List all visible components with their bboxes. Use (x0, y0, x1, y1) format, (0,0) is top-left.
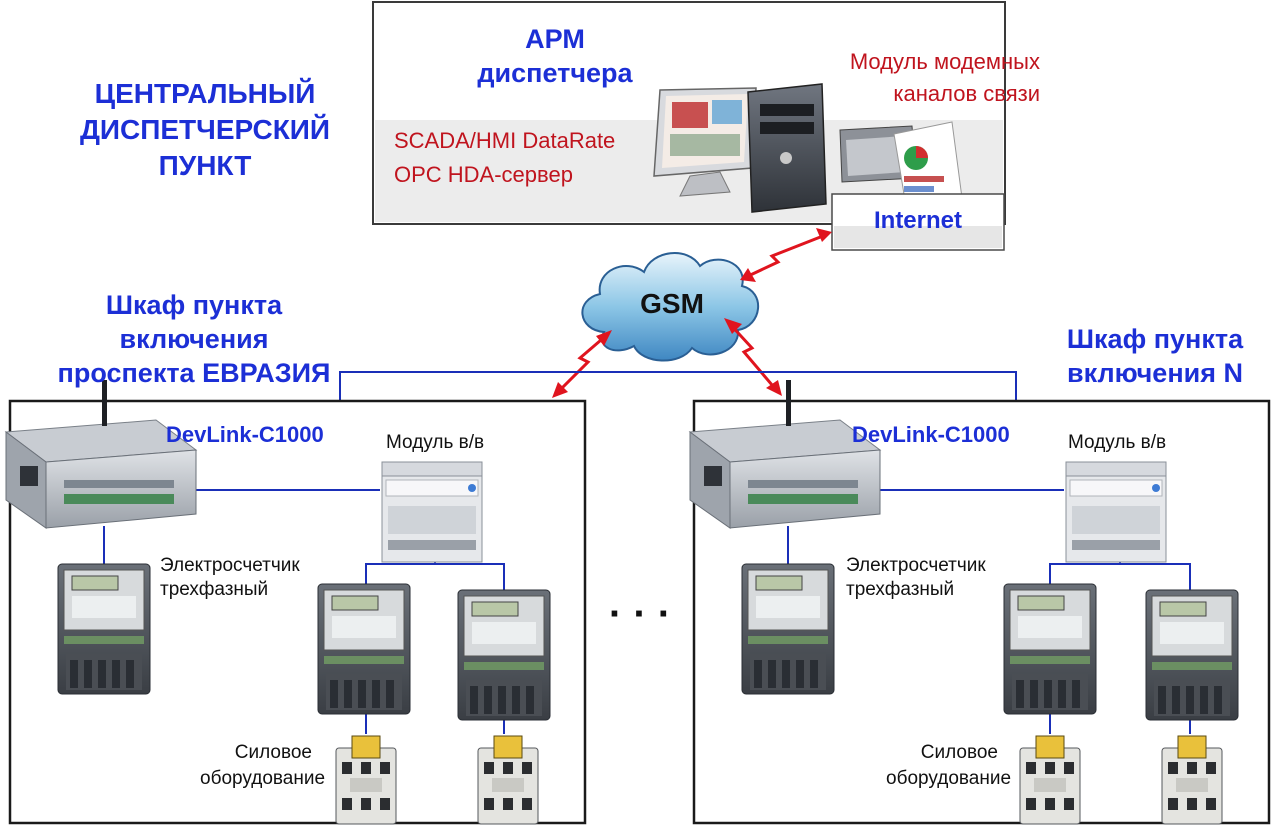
modem-module-label: Модуль модемных каналов связи (800, 46, 1040, 110)
meter-left-label-line-2: трехфазный (160, 579, 269, 600)
io-module-left-icon (381, 461, 483, 563)
io-module-right-label: Модуль в/в (1068, 432, 1167, 453)
power-right-label-line-1: Силовое (920, 742, 998, 763)
backbone-line (339, 371, 1017, 400)
internet-box (831, 193, 1005, 251)
meter-right-label-line-1: Электросчетчик (846, 555, 986, 576)
meter-left-2-icon (457, 589, 551, 721)
io-module-right-icon (1065, 461, 1167, 563)
power-right-label-line-2: оборудование (886, 768, 1012, 789)
power-left-label-line-2: оборудование (200, 768, 326, 789)
cabinet-left-frame (8, 399, 587, 825)
meter-left-main-icon (57, 563, 151, 695)
cabinet-left-title-line-1: Шкаф пункта (105, 290, 283, 320)
central-title-line-2: ДИСПЕТЧЕРСКИЙ (79, 114, 331, 145)
contactor-right-1-icon (1019, 735, 1081, 825)
contactor-left-1-icon (335, 735, 397, 825)
meter-left-label-line-1: Электросчетчик (160, 555, 300, 576)
meter-right-1-icon (1003, 583, 1097, 715)
central-title-line-3: ПУНКТ (158, 150, 252, 181)
cabinet-right-title-line-1: Шкаф пункта (1066, 324, 1244, 354)
power-right-label: Силовое оборудование (886, 740, 1012, 792)
cabinet-right-title-line-2: включения N (1067, 358, 1243, 388)
meter-right-label-line-2: трехфазный (846, 579, 955, 600)
meter-left-label: Электросчетчик трехфазный (160, 554, 300, 602)
meter-right-2-icon (1145, 589, 1239, 721)
ellipsis-separator: · · · (608, 592, 672, 636)
radio-arrowheads (552, 228, 832, 398)
arm-line-1: АРМ (525, 24, 585, 54)
power-left-label: Силовое оборудование (200, 740, 326, 792)
contactor-right-2-icon (1161, 735, 1223, 825)
internet-label: Internet (873, 207, 962, 234)
cabinet-right-title: Шкаф пункта включения N (1040, 322, 1270, 390)
cabinet-left-title-line-3: проспекта ЕВРАЗИЯ (57, 358, 331, 388)
gsm-label: GSM (640, 288, 704, 319)
software-list: SCADA/HMI DataRate OPC HDA-сервер (394, 124, 615, 192)
modem-line-1: Модуль модемных (849, 49, 1040, 74)
meter-left-1-icon (317, 583, 411, 715)
power-left-label-line-1: Силовое (234, 742, 312, 763)
controller-left-label: DevLink-C1000 (166, 422, 324, 447)
arm-label: АРМ диспетчера (470, 22, 640, 90)
meter-right-main-icon (741, 563, 835, 695)
cabinet-left-title: Шкаф пункта включения проспекта ЕВРАЗИЯ (44, 288, 344, 390)
printer-icon (839, 121, 963, 207)
contactor-left-2-icon (477, 735, 539, 825)
meter-right-label: Электросчетчик трехфазный (846, 554, 986, 602)
software-opc: OPC HDA-сервер (394, 162, 573, 187)
central-dispatch-title: ЦЕНТРАЛЬНЫЙ ДИСПЕТЧЕРСКИЙ ПУНКТ (60, 76, 350, 184)
io-module-left-label: Модуль в/в (386, 432, 485, 453)
modem-line-2: каналов связи (893, 81, 1040, 106)
cabinet-left-title-line-2: включения (119, 324, 269, 354)
arm-line-2: диспетчера (477, 58, 633, 88)
gsm-cloud (581, 252, 759, 362)
cabinet-right-frame (692, 399, 1271, 825)
controller-right-label: DevLink-C1000 (852, 422, 1010, 447)
central-title-line-1: ЦЕНТРАЛЬНЫЙ (94, 78, 316, 109)
workstation-icon (653, 83, 827, 213)
software-scada: SCADA/HMI DataRate (394, 128, 616, 153)
